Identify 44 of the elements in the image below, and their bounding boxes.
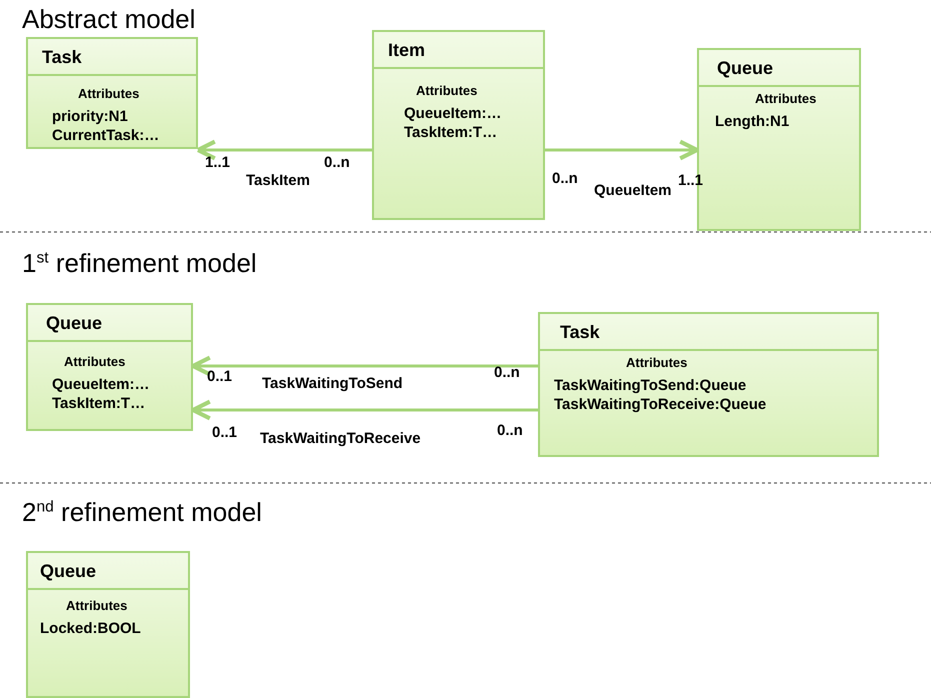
class-name: Item — [374, 32, 543, 69]
edge-label: TaskWaitingToSend — [262, 375, 403, 392]
association-arrow — [545, 140, 700, 160]
attribute-text: QueueItem:… — [51, 375, 151, 394]
multiplicity-label: 0..1 — [207, 368, 232, 385]
section-heading: Attributes — [63, 353, 126, 371]
section-heading: Attributes — [415, 82, 478, 100]
class-name: Queue — [699, 50, 859, 87]
multiplicity-label: 0..n — [552, 170, 578, 187]
multiplicity-label: 1..1 — [205, 154, 230, 171]
section-heading: Attributes — [65, 597, 128, 615]
class-box — [26, 303, 193, 431]
class-name: Task — [540, 314, 877, 351]
section-heading: Attributes — [77, 85, 140, 103]
section-title: Abstract model — [22, 4, 196, 35]
edge-label: TaskWaitingToReceive — [260, 430, 421, 447]
section-heading: Attributes — [625, 354, 688, 372]
attribute-text: Length:N1 — [714, 112, 790, 131]
class-box — [372, 30, 545, 220]
attribute-text: TaskItem:T… — [51, 394, 146, 413]
attribute-text: TaskWaitingToReceive:Queue — [553, 395, 768, 414]
class-name: Queue — [28, 553, 188, 590]
section-title: 1$^{st}$ refinement model — [22, 248, 257, 279]
attribute-text: TaskWaitingToSend:Queue — [553, 376, 748, 395]
section-heading: Attributes — [754, 90, 818, 108]
association-arrow — [196, 140, 372, 160]
attribute-text: CurrentTask:… — [51, 126, 160, 145]
multiplicity-label: 0..n — [494, 364, 520, 381]
section-title: 2$^{nd}$ refinement model — [22, 497, 262, 528]
class-name: Task — [28, 39, 196, 76]
attribute-text: priority:N1 — [51, 107, 129, 126]
attribute-text: QueueItem:… — [403, 104, 503, 123]
multiplicity-label: 1..1 — [678, 172, 704, 189]
attribute-text: TaskItem:T… — [403, 123, 498, 142]
class-box — [26, 551, 190, 698]
attribute-text: Locked:BOOL — [39, 619, 142, 638]
multiplicity-label: 0..1 — [212, 424, 238, 441]
multiplicity-label: 0..n — [324, 154, 350, 171]
edge-label: QueueItem — [594, 182, 672, 199]
edge-label: TaskItem — [246, 172, 310, 189]
class-box — [538, 312, 879, 457]
class-name: Queue — [28, 305, 191, 342]
multiplicity-label: 0..n — [497, 422, 523, 439]
class-box — [26, 37, 198, 149]
